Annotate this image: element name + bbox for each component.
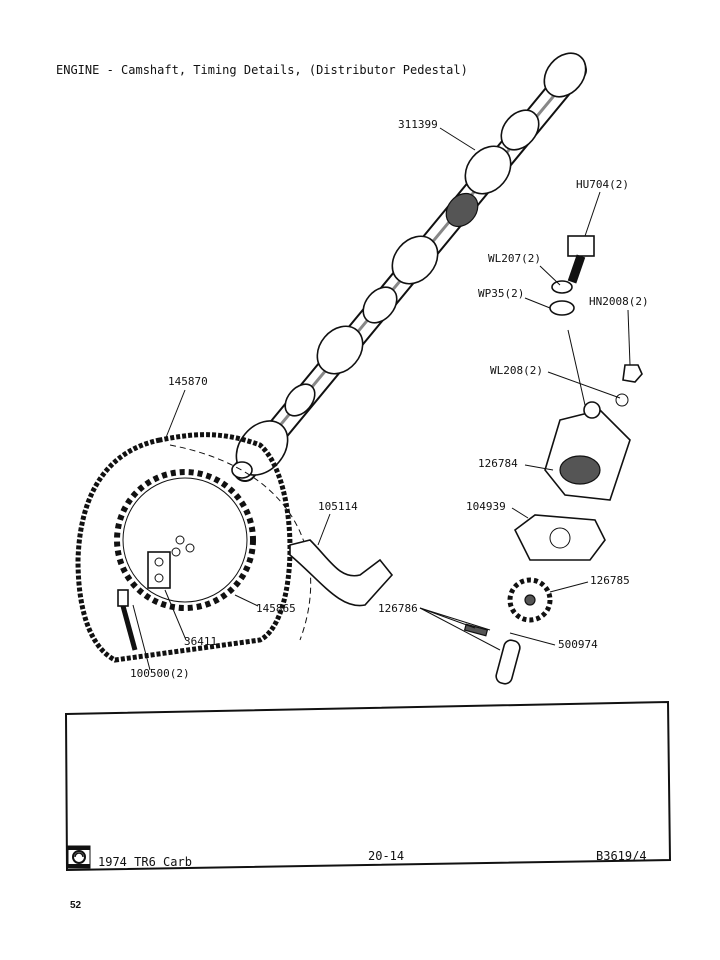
- label-100500: 100500(2): [130, 667, 190, 680]
- label-126786: 126786: [378, 602, 418, 615]
- label-104939: 104939: [466, 500, 506, 513]
- british-leyland-logo: [67, 845, 91, 869]
- footer-section: 20-14: [368, 849, 404, 863]
- label-145870: 145870: [168, 375, 208, 388]
- label-145865: 145865: [256, 602, 296, 615]
- distributor-gear-drawing: [463, 577, 553, 685]
- label-126784: 126784: [478, 457, 518, 470]
- label-hn2008: HN2008(2): [589, 295, 649, 308]
- camshaft-drawing: [231, 52, 587, 482]
- label-500974: 500974: [558, 638, 598, 651]
- label-105114: 105114: [318, 500, 358, 513]
- label-36411: 36411: [184, 635, 217, 648]
- label-wl208: WL208(2): [490, 364, 543, 377]
- tensioner-drawing: [289, 539, 394, 607]
- label-wp35: WP35(2): [478, 287, 524, 300]
- distributor-pedestal-drawing: [513, 329, 631, 561]
- footer-ref: B3619/4: [596, 849, 647, 863]
- label-wl207: WL207(2): [488, 252, 541, 265]
- footer-model: 1974 TR6 Carb: [98, 855, 192, 869]
- chain-guide-line: [169, 444, 312, 641]
- sprocket-drawing: [114, 469, 256, 651]
- label-126785: 126785: [590, 574, 630, 587]
- page-number: 52: [70, 900, 82, 911]
- footer-box: [64, 700, 672, 872]
- timing-chain-drawing: [75, 432, 293, 663]
- page-title: ENGINE - Camshaft, Timing Details, (Dist…: [56, 63, 468, 77]
- leader-lines: [132, 127, 631, 671]
- label-311399: 311399: [398, 118, 438, 131]
- label-hu704: HU704(2): [576, 178, 629, 191]
- pedestal-fixings-drawing: [549, 235, 643, 407]
